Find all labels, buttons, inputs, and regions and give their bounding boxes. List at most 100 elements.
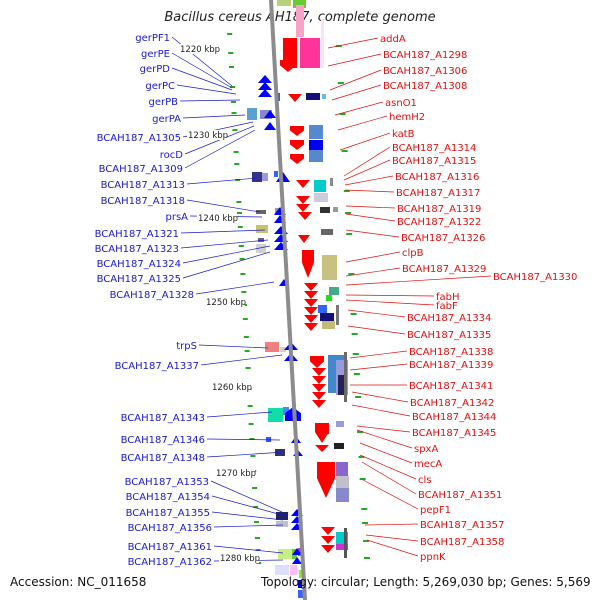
feature-block xyxy=(322,255,337,280)
gene-arrow xyxy=(296,204,310,212)
gene-label-left: gerPC xyxy=(145,81,175,92)
scale-tick xyxy=(252,487,258,489)
feature-block xyxy=(329,287,339,295)
scale-label: 1250 kbp xyxy=(206,298,246,308)
leader-line xyxy=(171,52,233,89)
gene-label-right: BCAH187_A1322 xyxy=(397,217,481,228)
gene-arrow xyxy=(304,283,318,291)
scale-tick xyxy=(357,431,364,433)
gene-label-left: prsA xyxy=(165,212,188,223)
scale-tick xyxy=(337,82,344,84)
gene-arrow xyxy=(304,299,318,307)
leader-line xyxy=(345,213,396,222)
scale-tick xyxy=(351,333,358,335)
leader-line xyxy=(366,539,419,557)
gene-arrow xyxy=(290,140,304,150)
leader-line xyxy=(343,159,391,181)
feature-block xyxy=(326,295,332,301)
scale-label: 1220 kbp xyxy=(180,45,220,55)
feature-block xyxy=(320,313,334,321)
feature-block xyxy=(344,528,347,558)
feature-block xyxy=(265,342,279,352)
gene-label-right: BCAH187_A1330 xyxy=(493,272,577,283)
scale-tick xyxy=(243,336,249,338)
feature-block xyxy=(309,125,323,139)
feature-block xyxy=(275,565,289,575)
gene-label-left: BCAH187_A1325 xyxy=(97,274,181,285)
gene-label-right: BCAH187_A1317 xyxy=(396,188,480,199)
gene-label-left: gerPB xyxy=(148,97,178,108)
feature-block xyxy=(258,238,264,242)
leader-line xyxy=(362,479,419,510)
scale-tick xyxy=(244,350,250,352)
gene-arrow xyxy=(317,462,335,498)
feature-block xyxy=(314,193,328,202)
gene-label-left: BCAH187_A1346 xyxy=(121,435,205,446)
gene-arrow xyxy=(312,368,326,376)
scale-tick xyxy=(343,190,350,192)
gene-label-right: BCAH187_A1314 xyxy=(392,143,476,154)
gene-arrow xyxy=(298,235,310,243)
gene-label-left: BCAH187_A1337 xyxy=(115,361,199,372)
scale-tick xyxy=(254,537,260,539)
leader-line xyxy=(327,37,379,49)
gene-arrow xyxy=(310,356,324,368)
feature-block xyxy=(321,229,333,235)
topology-label: Topology: circular; Length: 5,269,030 bp… xyxy=(261,575,591,589)
gene-label-left: BCAH187_A1353 xyxy=(125,477,209,488)
scale-tick xyxy=(231,112,237,114)
gene-label-left: BCAH187_A1355 xyxy=(126,508,210,519)
gene-label-right: BCAH187_A1319 xyxy=(397,204,481,215)
gene-label-right: cls xyxy=(418,475,432,486)
leader-line xyxy=(331,84,382,101)
leader-line xyxy=(344,175,394,186)
gene-arrow xyxy=(258,89,272,97)
leader-line xyxy=(184,129,256,169)
leader-line xyxy=(347,309,406,318)
feature-block xyxy=(247,108,257,120)
scale-tick xyxy=(253,506,259,508)
gene-label-left: BCAH187_A1321 xyxy=(95,229,179,240)
leader-line xyxy=(361,461,417,495)
scale-label-bg xyxy=(197,213,237,223)
gene-arrow xyxy=(264,122,276,130)
leader-line xyxy=(182,245,271,264)
scale-label-bg xyxy=(219,553,259,563)
gene-label-right: BCAH187_A1334 xyxy=(407,313,491,324)
scale-tick xyxy=(230,86,236,88)
gene-label-right: clpB xyxy=(402,248,424,259)
scale-tick xyxy=(355,396,362,398)
leader-line xyxy=(349,363,408,371)
gene-arrow xyxy=(315,445,329,452)
backbone-line xyxy=(269,0,307,600)
leader-line xyxy=(356,425,411,433)
feature-block xyxy=(252,172,262,182)
feature-block xyxy=(293,0,306,8)
scale-tick xyxy=(237,212,243,214)
gene-label-left: BCAH187_A1305 xyxy=(97,133,181,144)
feature-block xyxy=(330,178,333,186)
scale-tick xyxy=(232,129,238,131)
gene-label-right: fabH xyxy=(436,292,460,303)
leader-line xyxy=(329,69,382,91)
gene-label-left: BCAH187_A1354 xyxy=(126,492,210,503)
leader-line xyxy=(345,229,400,238)
feature-block xyxy=(309,140,323,150)
feature-block xyxy=(296,5,304,37)
gene-label-left: BCAH187_A1343 xyxy=(121,413,205,424)
gene-arrow xyxy=(258,75,272,83)
scale-tick xyxy=(230,101,236,103)
scale-tick xyxy=(250,455,256,457)
scale-tick xyxy=(228,66,234,68)
scale-tick xyxy=(249,438,255,440)
leader-line xyxy=(345,299,435,306)
gene-arrow xyxy=(264,110,276,118)
scale-tick xyxy=(233,151,239,153)
gene-label-right: katB xyxy=(392,129,415,140)
leader-line xyxy=(186,177,258,185)
gene-label-right: BCAH187_A1315 xyxy=(392,156,476,167)
gene-label-left: BCAH187_A1361 xyxy=(128,542,212,553)
scale-tick xyxy=(242,318,248,320)
leader-line xyxy=(364,523,419,526)
